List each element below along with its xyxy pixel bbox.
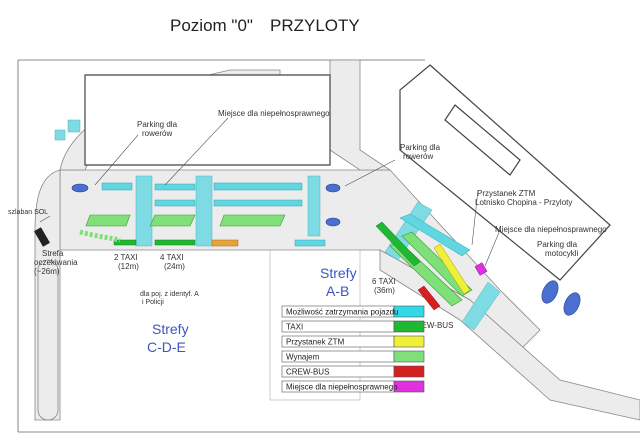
legend-label: Przystanek ZTM bbox=[286, 338, 345, 347]
special-vehicle-zone bbox=[211, 239, 239, 247]
barrier-label: szlaban SOL bbox=[8, 209, 48, 216]
legend-swatch bbox=[393, 335, 425, 348]
pedestrian-crossings bbox=[54, 119, 501, 331]
motorcycle-parking-label-line1: Parking dla bbox=[537, 240, 578, 249]
motorcycle-parking-label-line2: motocykli bbox=[545, 249, 579, 258]
taxi-4-label-line1: 4 TAXI bbox=[160, 253, 184, 262]
taxi-6-label-line1: 6 TAXI bbox=[372, 277, 396, 286]
stop-zones bbox=[101, 182, 471, 257]
legend-label: Możliwość zatrzymania pojazdu bbox=[286, 308, 399, 317]
bike-parking-label-1-line2: rowerów bbox=[142, 129, 172, 138]
terminal-buildings bbox=[84, 64, 611, 401]
waiting-zone-label-line1: Strefa bbox=[42, 249, 64, 258]
legend-label: Wynajem bbox=[286, 353, 320, 362]
legend-swatch bbox=[393, 320, 425, 333]
bike-parking-markers bbox=[71, 183, 341, 227]
legend-label: CREW-BUS bbox=[286, 368, 329, 377]
bus-stop-label-line2: Lotnisko Chopina - Przyloty bbox=[475, 198, 572, 207]
special-vehicle-label-line1: dla poj. z identyf. A bbox=[140, 291, 199, 298]
disabled-spot-label-2: Miejsce dla niepełnosprawnego bbox=[495, 225, 607, 234]
bus-stop-label-line1: Przystanek ZTM bbox=[477, 189, 536, 198]
bus-stop-zone bbox=[433, 243, 471, 295]
zone-ab-label-line1: Strefy bbox=[320, 265, 357, 281]
legend-label: Miejsce dla niepełnosprawnego bbox=[286, 383, 398, 392]
zone-cde-label-line1: Strefy bbox=[152, 321, 189, 337]
disabled-parking-spot bbox=[474, 262, 488, 276]
barrier-icon bbox=[34, 227, 50, 247]
disabled-spot-label: Miejsce dla niepełnosprawnego bbox=[218, 109, 330, 118]
bike-parking-label-2-line2: rowerów bbox=[403, 152, 433, 161]
crew-bus-zone bbox=[417, 285, 441, 311]
taxi-2-label-line2: (12m) bbox=[118, 262, 139, 271]
level-title: Poziom "0" bbox=[170, 16, 253, 35]
waiting-zone-label-line3: (~26m) bbox=[34, 267, 60, 276]
legend-swatch bbox=[393, 365, 425, 378]
taxi-6-label-line2: (36m) bbox=[374, 286, 395, 295]
motorcycle-parking-markers bbox=[541, 280, 581, 316]
leader-lines bbox=[39, 117, 501, 267]
taxi-zones bbox=[113, 221, 421, 267]
bike-parking-label-1-line1: Parking dla bbox=[137, 120, 178, 129]
crew-bus-label: CREW-BUS bbox=[410, 321, 453, 330]
waiting-zone-label-line2: oczekiwania bbox=[34, 258, 78, 267]
special-vehicle-label-line2: i Policji bbox=[142, 299, 164, 306]
waiting-zone-marks bbox=[79, 229, 121, 243]
legend-label: TAXI bbox=[286, 323, 303, 332]
legend-swatch bbox=[393, 305, 425, 318]
zone-cde-label-line2: C-D-E bbox=[147, 339, 186, 355]
legend-swatch bbox=[393, 380, 425, 393]
level-subtitle: PRZYLOTY bbox=[270, 16, 360, 35]
zone-ab-label-line2: A-B bbox=[326, 283, 349, 299]
legend-swatch bbox=[393, 350, 425, 363]
bike-parking-label-2-line1: Parking dla bbox=[400, 143, 441, 152]
taxi-4-label-line2: (24m) bbox=[164, 262, 185, 271]
taxi-2-label-line1: 2 TAXI bbox=[114, 253, 138, 262]
